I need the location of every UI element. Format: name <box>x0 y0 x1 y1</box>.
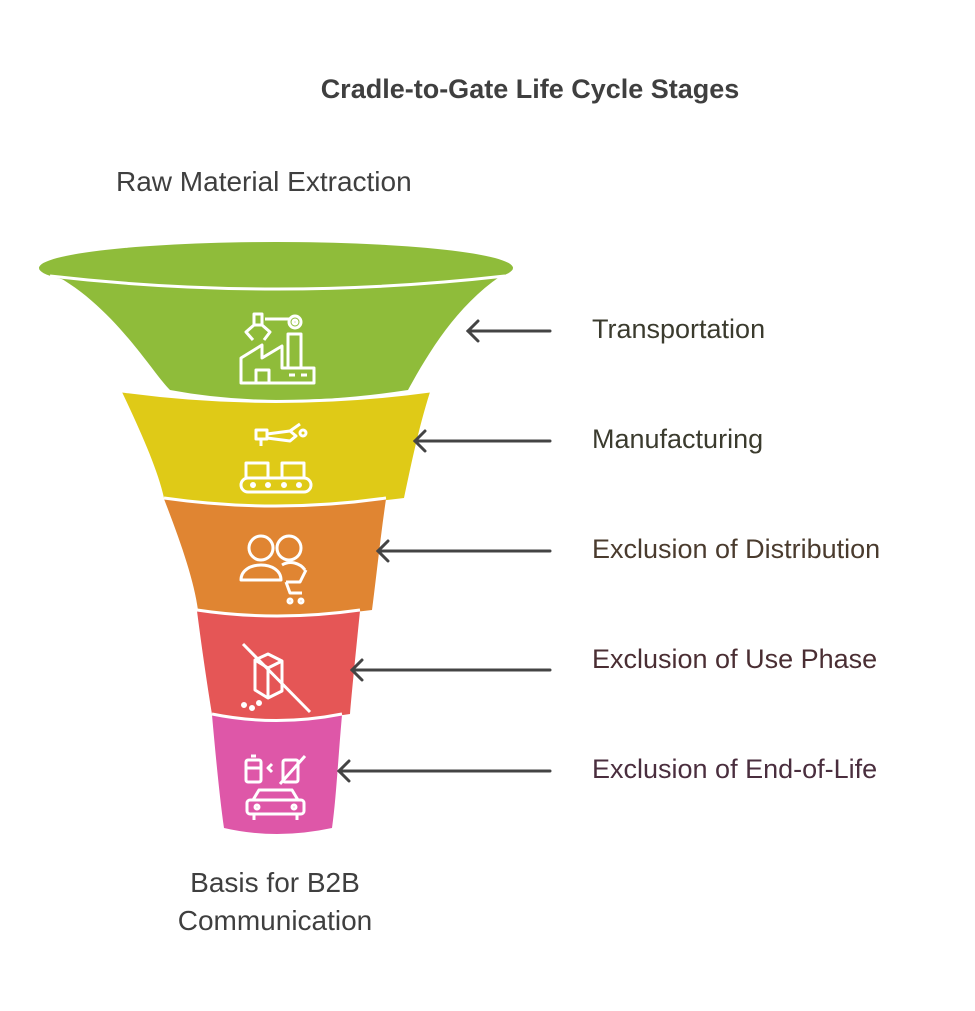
arrow-transportation <box>465 319 552 343</box>
no-product-use-icon <box>241 642 312 714</box>
arrow-use-phase <box>349 658 552 682</box>
arrow-manufacturing <box>412 429 552 453</box>
funnel-bottom-label: Basis for B2B Communication <box>130 864 420 940</box>
stage-label-transportation: Transportation <box>592 314 766 344</box>
stage-label-distribution: Exclusion of Distribution <box>592 534 881 564</box>
stage-band <box>45 270 510 400</box>
arrow-end-of-life <box>336 759 552 783</box>
stage-band <box>197 611 360 720</box>
stage-label-end-of-life: Exclusion of End-of-Life <box>592 754 878 784</box>
arrow-distribution <box>375 539 552 563</box>
battery-car-recycle-icon <box>244 754 307 820</box>
stage-band <box>212 715 342 834</box>
funnel-stage-manufacturing <box>121 389 431 506</box>
factory-robot-arm-icon <box>239 312 316 385</box>
stage-band <box>164 499 386 616</box>
funnel-stage-use-phase <box>196 608 361 720</box>
stage-label-use-phase: Exclusion of Use Phase <box>592 644 878 674</box>
stage-band <box>122 392 430 506</box>
bottom-label-line-1: Basis for B2B <box>190 867 360 898</box>
customers-cart-icon <box>239 534 308 605</box>
funnel-top-label: Raw Material Extraction <box>116 166 412 197</box>
funnel-stage-distribution <box>163 496 387 616</box>
assembly-line-icon <box>239 422 313 494</box>
bottom-label-line-2: Communication <box>177 905 373 936</box>
funnel-rim <box>39 242 513 294</box>
stage-label-manufacturing: Manufacturing <box>592 424 764 454</box>
diagram-title: Cradle-to-Gate Life Cycle Stages <box>320 74 740 104</box>
funnel-stage-transportation <box>39 242 513 400</box>
funnel-stage-end-of-life <box>211 712 343 834</box>
